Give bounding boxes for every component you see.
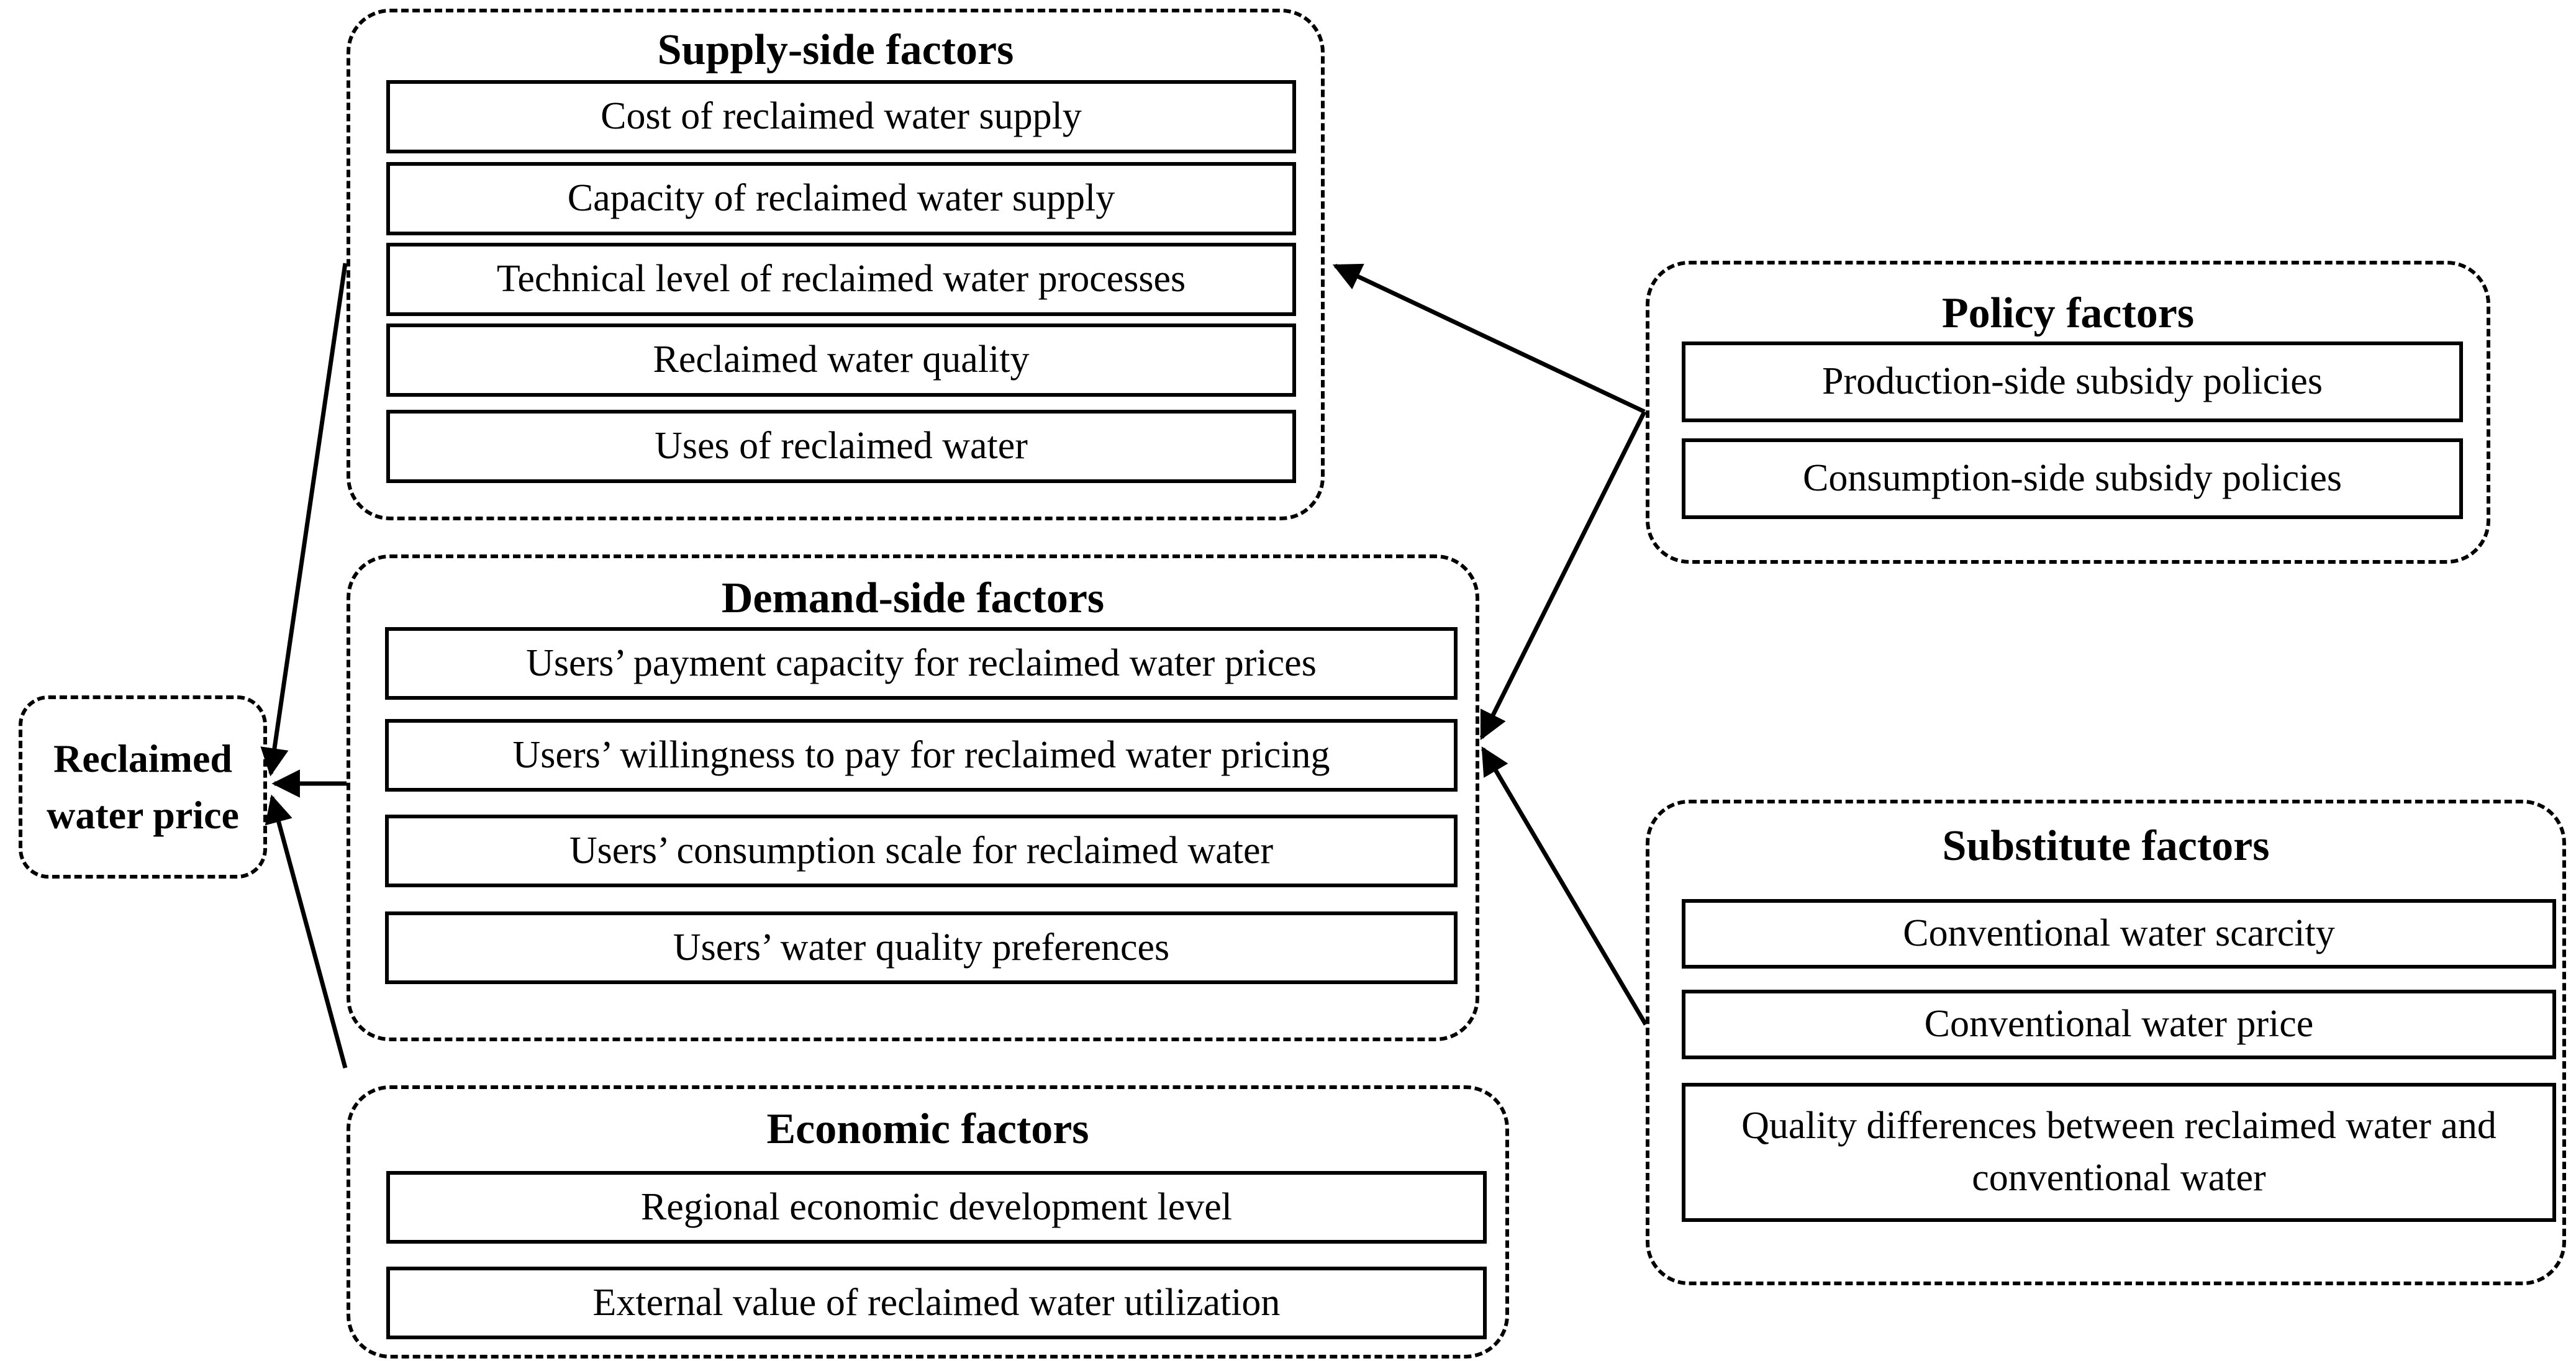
policy-factors-group: Policy factors	[1646, 261, 2490, 564]
supply-side-factors-title: Supply-side factors	[657, 26, 1014, 74]
factor-box-willingness-to-pay: Users’ willingness to pay for reclaimed …	[385, 719, 1458, 792]
factor-box-cost-of-supply: Cost of reclaimed water supply	[386, 80, 1296, 153]
demand-side-factors-title: Demand-side factors	[721, 574, 1105, 622]
policy-factors-title: Policy factors	[1941, 289, 2195, 337]
factor-box-quality-preferences: Users’ water quality preferences	[385, 911, 1458, 984]
factor-box-consumption-subsidy: Consumption-side subsidy policies	[1682, 438, 2463, 519]
factor-box-conventional-scarcity: Conventional water scarcity	[1682, 899, 2556, 969]
supply-side-factors-group: Supply-side factors	[347, 9, 1325, 520]
factor-box-external-value: External value of reclaimed water utiliz…	[386, 1267, 1487, 1339]
factor-box-production-subsidy: Production-side subsidy policies	[1682, 341, 2463, 422]
substitute-factors-group: Substitute factors	[1646, 800, 2566, 1285]
factor-box-uses-of-water: Uses of reclaimed water	[386, 410, 1296, 483]
factor-box-capacity-of-supply: Capacity of reclaimed water supply	[386, 162, 1296, 235]
arrow-substitute-to-demand	[1481, 746, 1648, 1026]
factor-box-water-quality: Reclaimed water quality	[386, 323, 1296, 397]
factor-box-technical-level: Technical level of reclaimed water proce…	[386, 243, 1296, 316]
substitute-factors-title: Substitute factors	[1942, 822, 2270, 870]
economic-factors-group: Economic factors	[347, 1085, 1509, 1359]
factor-box-regional-development: Regional economic development level	[386, 1171, 1487, 1244]
arrow-policy-to-demand	[1479, 410, 1647, 741]
economic-factors-title: Economic factors	[766, 1105, 1089, 1153]
factor-box-consumption-scale: Users’ consumption scale for reclaimed w…	[385, 815, 1458, 887]
arrow-economic-to-price	[265, 794, 348, 1069]
demand-side-factors-group: Demand-side factors	[347, 554, 1479, 1041]
arrow-policy-to-supply	[1332, 263, 1646, 414]
arrow-supply-to-price	[260, 263, 348, 777]
factor-box-quality-differences: Quality differences between reclaimed wa…	[1682, 1083, 2556, 1222]
factor-box-payment-capacity: Users’ payment capacity for reclaimed wa…	[385, 627, 1458, 700]
reclaimed-water-price-node: Reclaimed water price	[19, 695, 267, 879]
factor-box-conventional-price: Conventional water price	[1682, 990, 2556, 1059]
